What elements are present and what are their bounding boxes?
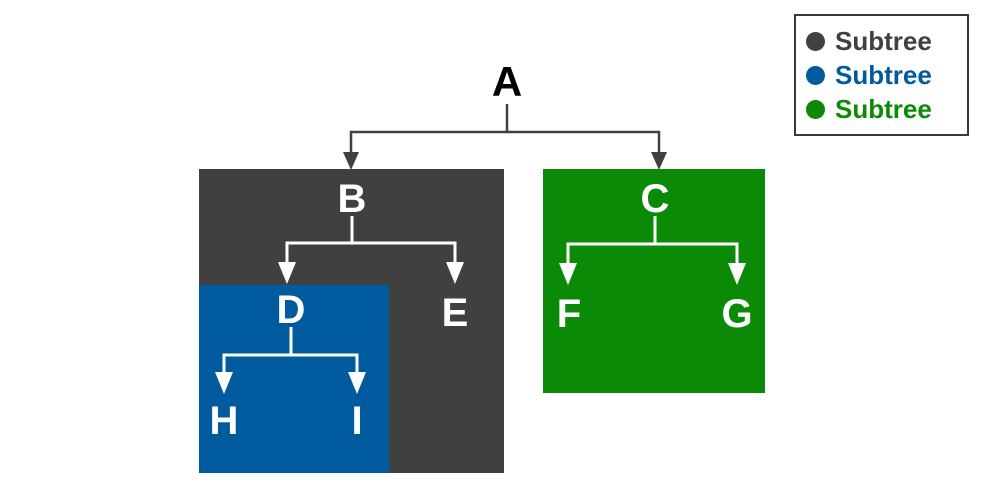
arrowhead-d-to-h xyxy=(215,372,233,394)
edge-d-to-h xyxy=(222,327,293,378)
edge-b-to-e xyxy=(352,241,457,268)
legend-label-gray: Subtree xyxy=(835,26,932,56)
edge-c-to-f xyxy=(566,216,657,269)
edge-c-to-g xyxy=(655,242,739,269)
node-label-i: I xyxy=(351,399,363,443)
arrowhead-b-to-e xyxy=(446,262,464,284)
node-label-f: F xyxy=(556,292,582,336)
arrowhead-c-to-g xyxy=(728,263,746,285)
node-label-e: E xyxy=(441,291,469,335)
legend-marker-green-icon xyxy=(806,99,825,119)
node-label-b: B xyxy=(337,177,367,221)
legend-item-green: Subtree xyxy=(806,92,953,126)
arrowhead-a-to-c xyxy=(651,152,667,170)
legend: Subtree Subtree Subtree xyxy=(794,14,969,136)
edge-a-to-b xyxy=(349,104,509,160)
legend-item-blue: Subtree xyxy=(806,58,953,92)
edge-d-to-i xyxy=(291,353,359,378)
green-subtree-region xyxy=(543,169,765,393)
arrowhead-c-to-f xyxy=(559,263,577,285)
edge-a-to-c xyxy=(507,130,661,160)
arrowhead-b-to-d xyxy=(278,262,296,284)
legend-label-blue: Subtree xyxy=(835,60,932,90)
legend-item-gray: Subtree xyxy=(806,24,953,58)
node-label-g: G xyxy=(721,292,753,336)
node-label-c: C xyxy=(640,177,670,221)
node-label-d: D xyxy=(276,288,306,332)
legend-marker-gray-icon xyxy=(806,31,825,51)
arrowhead-d-to-i xyxy=(348,372,366,394)
node-label-a: A xyxy=(491,58,523,105)
arrowhead-a-to-b xyxy=(343,152,359,170)
legend-marker-blue-icon xyxy=(806,65,825,85)
legend-label-green: Subtree xyxy=(835,94,932,124)
node-label-h: H xyxy=(209,399,239,443)
edge-b-to-d xyxy=(285,216,354,268)
